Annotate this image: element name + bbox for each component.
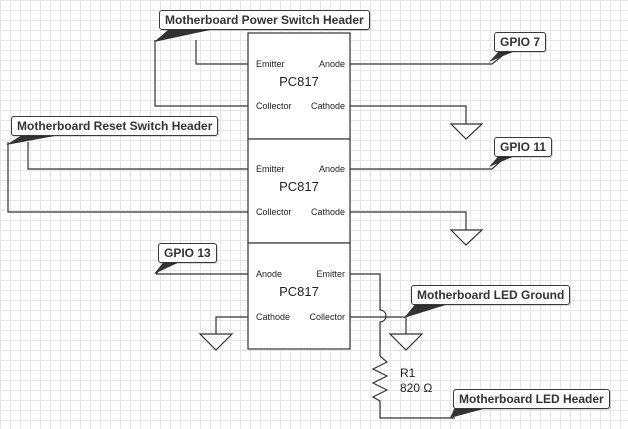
chip1-pin-top-left: Emitter [256, 59, 285, 69]
optocoupler-1 [247, 32, 351, 140]
label-reset-switch-header: Motherboard Reset Switch Header [11, 116, 219, 136]
wire-chip1-cathode [350, 105, 467, 124]
wire-power-right [195, 40, 248, 65]
callout-tail-reset [6, 135, 60, 145]
wire-reset-right [27, 142, 248, 170]
chip3-pin-top-left: Anode [256, 269, 282, 279]
label-gpio-7: GPIO 7 [494, 32, 547, 52]
wire-reset-left [7, 142, 248, 213]
wire-chip2-cathode [350, 211, 467, 230]
optocoupler-2 [247, 138, 351, 244]
chip1-part-label: PC817 [279, 74, 319, 89]
label-led-ground: Motherboard LED Ground [411, 285, 571, 305]
chip3-pin-top-right: Emitter [316, 269, 345, 279]
ground-icon [198, 333, 234, 351]
resistor-ref: R1 [400, 366, 416, 380]
chip3-pin-bottom-left: Cathode [256, 312, 290, 322]
chip2-pin-bottom-right: Cathode [311, 207, 345, 217]
chip3-part-label: PC817 [279, 284, 319, 299]
wire-gpio7 [350, 55, 503, 65]
wire-power-left [154, 40, 248, 107]
wire-gpio11 [350, 159, 503, 170]
callout-tail-led-ground [404, 302, 455, 318]
ground-icon [449, 229, 484, 246]
label-power-switch-header: Motherboard Power Switch Header [159, 10, 370, 30]
chip1-pin-bottom-right: Cathode [311, 101, 345, 111]
ground-icon [388, 333, 424, 351]
wire-chip3-collector [350, 316, 407, 334]
chip1-pin-bottom-left: Collector [256, 101, 292, 111]
label-gpio-11: GPIO 11 [494, 137, 553, 157]
resistor-value: 820 Ω [400, 381, 432, 395]
chip2-pin-bottom-left: Collector [256, 207, 292, 217]
label-gpio-13: GPIO 13 [158, 243, 217, 263]
wire-chip3-cathode [215, 316, 248, 334]
callout-tail-power [154, 30, 210, 42]
chip2-pin-top-right: Anode [319, 164, 345, 174]
resistor-r1 [371, 355, 455, 419]
label-led-header: Motherboard LED Header [453, 389, 610, 409]
chip2-pin-top-left: Emitter [256, 164, 285, 174]
ground-icon [449, 123, 484, 140]
chip2-part-label: PC817 [279, 179, 319, 194]
chip3-pin-bottom-right: Collector [309, 312, 345, 322]
chip1-pin-top-right: Anode [319, 59, 345, 69]
wire-chip3-emitter [350, 273, 387, 356]
optocoupler-3 [247, 242, 351, 350]
